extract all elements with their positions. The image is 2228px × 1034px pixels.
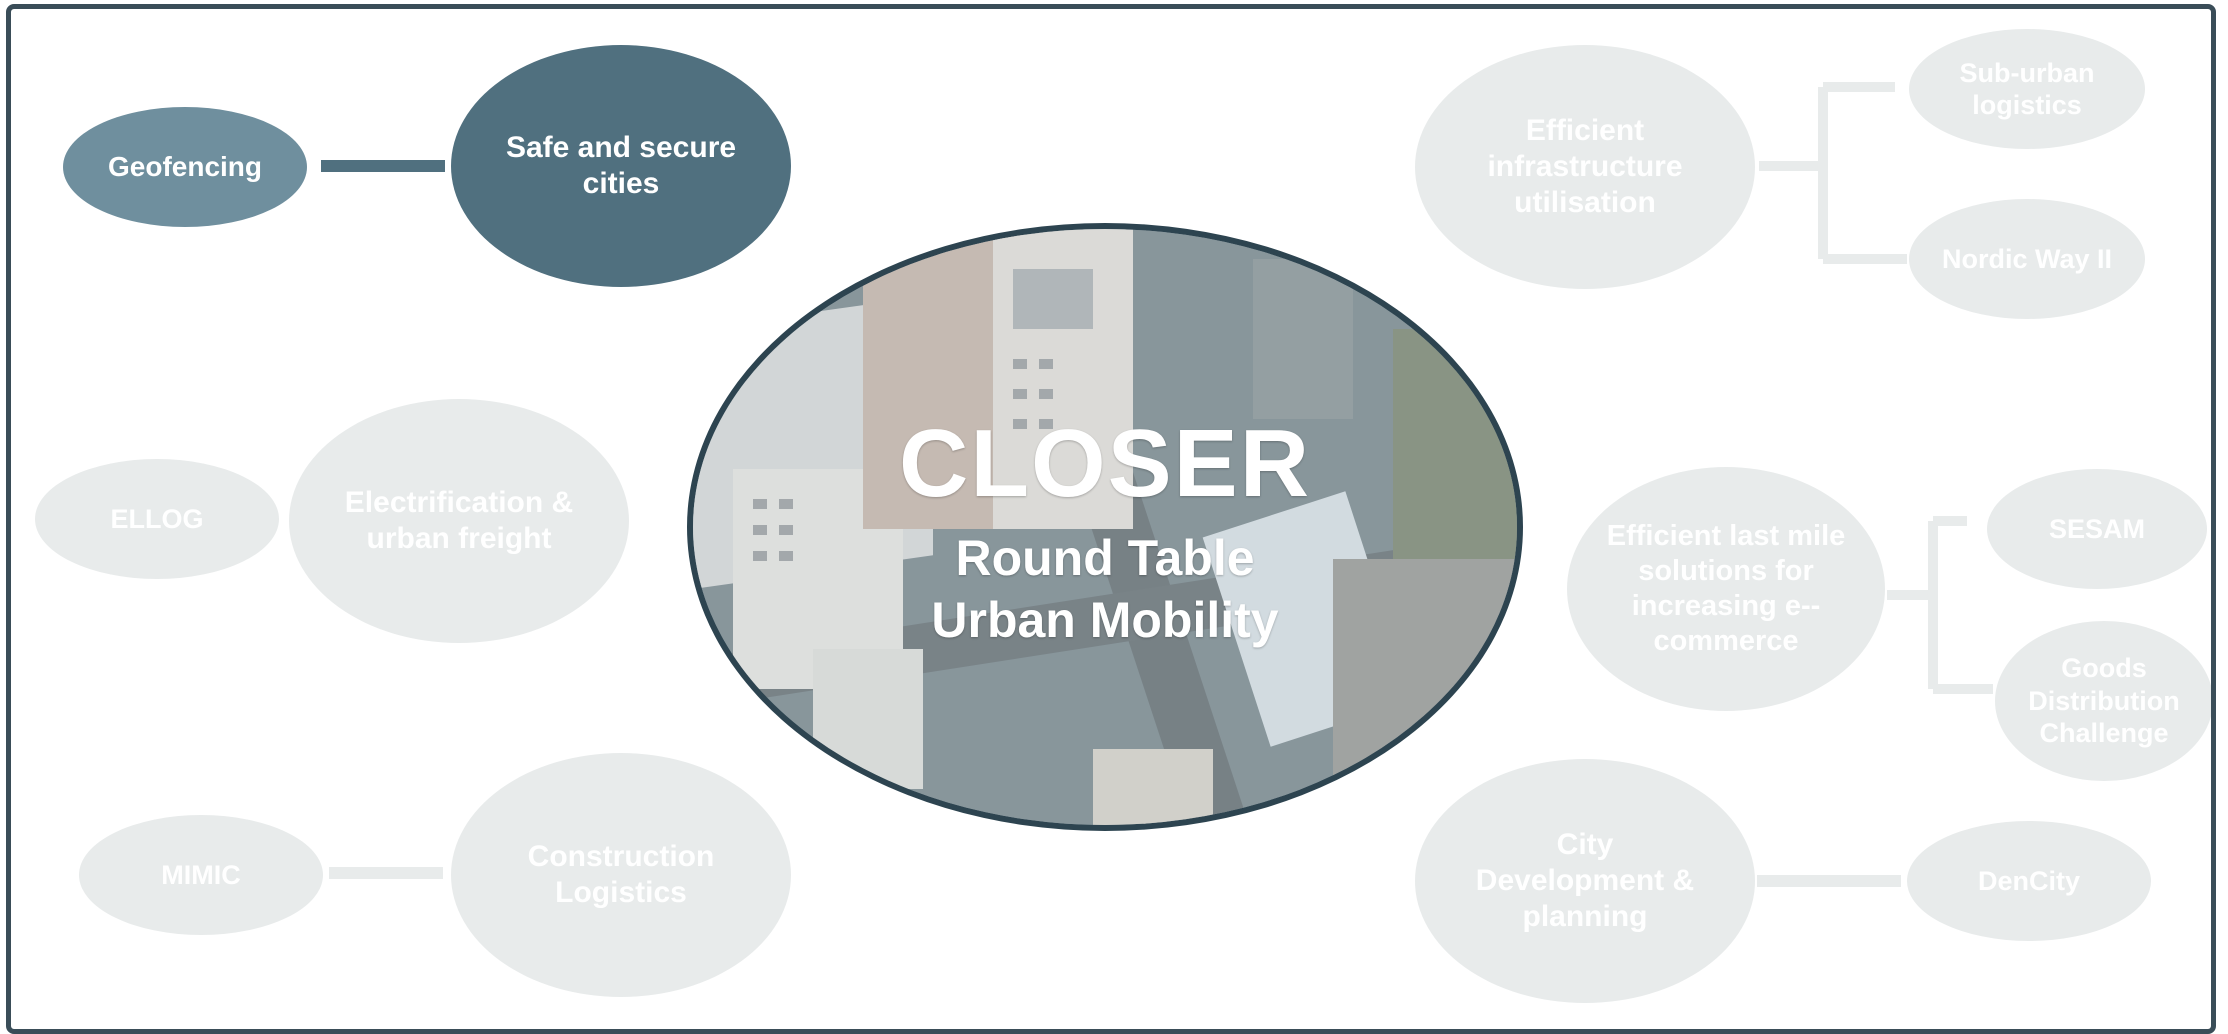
hub-overlay	[693, 229, 1517, 825]
connector-infrastructure-bracket	[1759, 82, 1907, 264]
node-nordic-way[interactable]: Nordic Way II	[1909, 199, 2145, 319]
node-construction[interactable]: Construction Logistics	[451, 753, 791, 997]
node-nordic-way-label: Nordic Way II	[1941, 243, 2113, 274]
node-suburban-label: Sub-urban logistics	[1959, 57, 2095, 120]
connectors	[321, 82, 1993, 887]
node-dencity[interactable]: DenCity	[1907, 821, 2151, 941]
node-mimic-label: MIMIC	[161, 859, 241, 890]
node-city-development-label: City Development & planning	[1475, 828, 1695, 933]
node-electrification[interactable]: Electrification & urban freight	[289, 399, 629, 643]
connector-last-mile-bracket	[1887, 516, 1993, 694]
node-mimic[interactable]: MIMIC	[79, 815, 323, 935]
hub-subtitle-line2: Urban Mobility	[931, 592, 1279, 648]
node-sesam[interactable]: SESAM	[1987, 469, 2207, 589]
hub-ellipse[interactable]: CLOSER Round Table Urban Mobility	[687, 223, 1523, 831]
node-last-mile-label: Efficient last mile solutions for increa…	[1606, 520, 1846, 657]
node-sesam-label: SESAM	[2048, 513, 2146, 544]
node-ellog[interactable]: ELLOG	[35, 459, 279, 579]
node-suburban[interactable]: Sub-urban logistics	[1909, 29, 2145, 149]
node-last-mile[interactable]: Efficient last mile solutions for increa…	[1567, 467, 1885, 711]
node-goods-distribution[interactable]: Goods Distribution Challenge	[1995, 621, 2211, 781]
node-safe-cities-label: Safe and secure cities	[505, 131, 737, 200]
node-dencity-label: DenCity	[1977, 865, 2080, 896]
node-geofencing-label: Geofencing	[107, 151, 262, 183]
hub-subtitle-line1: Round Table	[955, 530, 1255, 586]
node-infrastructure[interactable]: Efficient infrastructure utilisation	[1415, 45, 1755, 289]
diagram-frame: Geofencing Safe and secure cities ELLOG …	[6, 4, 2216, 1034]
node-electrification-label: Electrification & urban freight	[344, 486, 574, 555]
node-ellog-label: ELLOG	[110, 503, 204, 534]
hub-title: CLOSER	[898, 410, 1312, 517]
node-geofencing[interactable]: Geofencing	[63, 107, 307, 227]
node-construction-label: Construction Logistics	[527, 840, 715, 909]
aerial-city-image	[693, 229, 1517, 825]
node-goods-distribution-label: Goods Distribution Challenge	[2028, 653, 2180, 749]
node-infrastructure-label: Efficient infrastructure utilisation	[1487, 114, 1683, 219]
